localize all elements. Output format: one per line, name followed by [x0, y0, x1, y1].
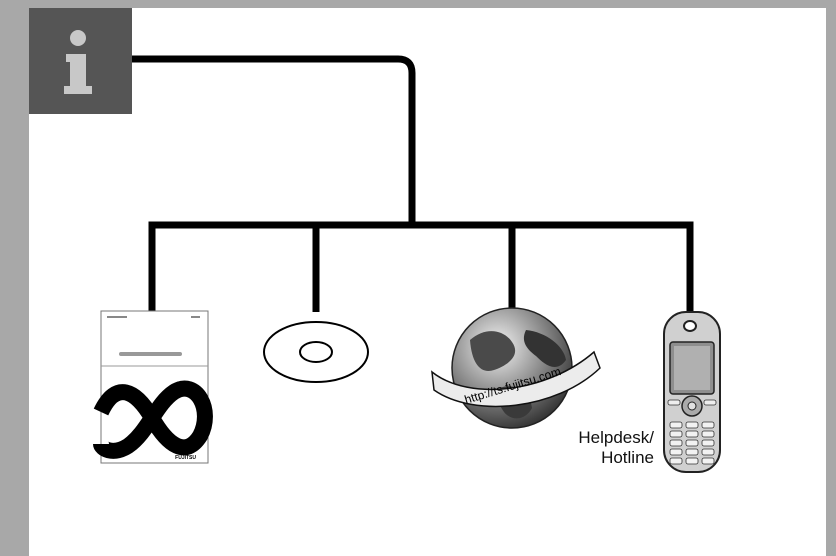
manual-brand: FUJITSU [175, 455, 196, 461]
info-icon [64, 30, 92, 94]
helpdesk-label-line2: Hotline [601, 448, 654, 467]
branch-bar [148, 221, 694, 312]
helpdesk-label: Helpdesk/ Hotline [578, 428, 654, 468]
globe-icon: http://ts.fujitsu.com [431, 307, 601, 429]
connector-lines [132, 55, 694, 312]
helpdesk-label-line1: Helpdesk/ [578, 428, 654, 447]
phone-keypad [669, 421, 715, 465]
trunk-line [132, 55, 416, 225]
url-banner [431, 350, 601, 408]
manual-book-icon: FUJITSU [93, 310, 213, 464]
mobile-phone-icon [663, 311, 721, 473]
cd-disc-icon [263, 321, 369, 383]
